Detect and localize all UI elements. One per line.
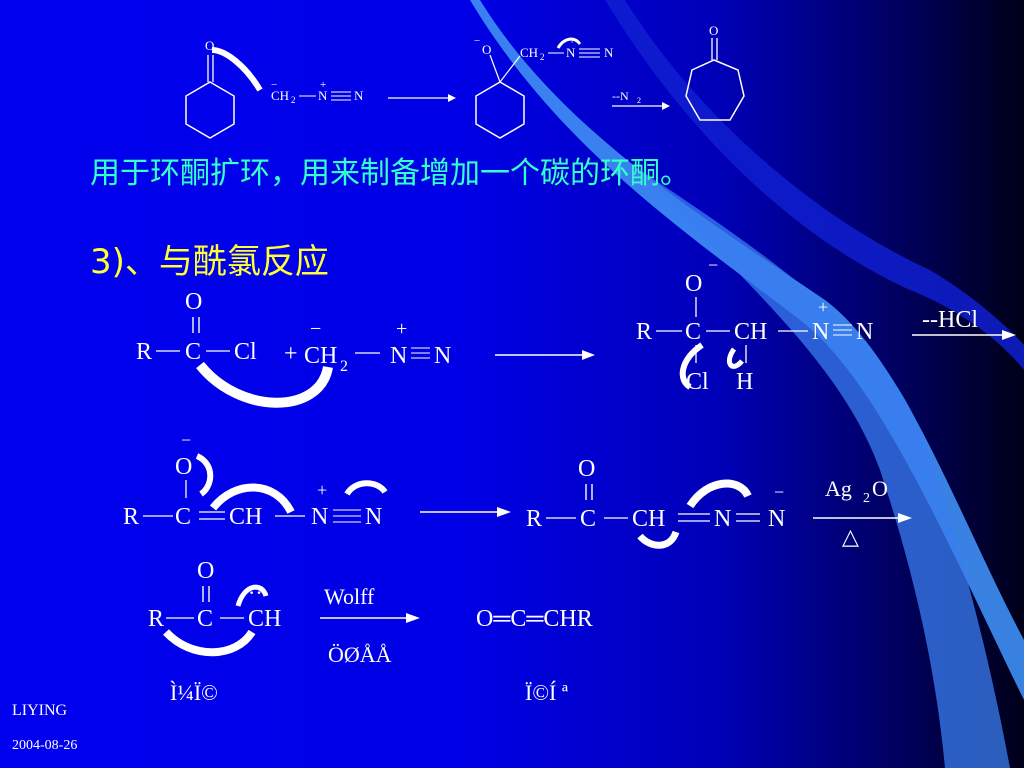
wolff-rearrangement: O R C CH ·· Wolff ÖØÅÅ O═C═CHR Ì¼Ï© Ï©Í … <box>148 558 593 705</box>
acyl-chloride-reaction: O R C Cl + − CH 2 + N N <box>136 289 595 408</box>
curved-arrow <box>163 629 256 657</box>
curved-arrow <box>195 453 214 497</box>
stripe-dark <box>605 0 1024 370</box>
ch-group: CH <box>248 606 281 632</box>
c-atom: C <box>185 339 201 365</box>
ch-group: CH <box>734 319 767 345</box>
reagent-sub: 2 <box>863 491 870 506</box>
cycloheptane-ring <box>685 59 745 121</box>
heat-symbol: △ <box>842 524 859 549</box>
n1: N <box>714 506 731 532</box>
sub2: 2 <box>291 95 296 105</box>
curved-arrow <box>235 584 269 607</box>
ketone-o: O <box>205 38 214 53</box>
cyclohexane-ring <box>475 81 525 139</box>
r-group: R <box>148 606 164 632</box>
reagent-ag: Ag <box>825 476 852 501</box>
h-atom: H <box>736 369 753 395</box>
loss-n2-sub: 2 <box>637 96 641 105</box>
n2: N <box>768 506 785 532</box>
n2: N <box>434 343 451 369</box>
c-atom: C <box>580 506 596 532</box>
o-atom: O <box>197 558 214 584</box>
sub2: 2 <box>540 52 545 62</box>
carbene-label: Ì¼Ï© <box>170 680 218 705</box>
stripe-light <box>470 0 1024 700</box>
section-heading: 3)、与酰氯反应 <box>90 242 329 282</box>
curved-arrow <box>209 483 295 515</box>
r-group: R <box>136 339 152 365</box>
o-atom: O <box>685 271 702 297</box>
ring-expansion-caption: 用于环酮扩环，用来制备增加一个碳的环酮。 <box>90 156 690 191</box>
curved-arrow <box>196 361 333 408</box>
plus-sign: + <box>818 297 828 317</box>
curved-arrow <box>556 37 582 49</box>
c-atom: C <box>175 504 191 530</box>
diazoketone-product: O R C CH N − N Ag 2 O △ <box>526 456 912 549</box>
o-atom: O <box>185 289 202 315</box>
ch2: CH <box>271 88 289 103</box>
minus-sign: − <box>474 35 480 47</box>
cl-atom: Cl <box>234 339 257 365</box>
ketone-o: O <box>709 23 718 38</box>
loss-hcl: --HCl <box>922 307 978 333</box>
sub2: 2 <box>340 358 348 375</box>
c-atom: C <box>685 319 701 345</box>
plus-sign: + <box>317 480 327 500</box>
n1: N <box>390 343 407 369</box>
lone-pair: ·· <box>248 580 263 605</box>
cyclohexane-ring <box>185 81 235 139</box>
n2: N <box>354 88 364 103</box>
ring-expansion-scheme: O − CH 2 + N N − O CH 2 + N N --N 2 <box>185 35 670 139</box>
minus-sign: − <box>708 255 718 275</box>
r-group: R <box>636 319 652 345</box>
n1: N <box>566 45 576 60</box>
stripe-wide-light <box>640 170 1010 768</box>
curved-arrow <box>637 530 680 549</box>
n2: N <box>856 319 873 345</box>
n1: N <box>311 504 328 530</box>
curved-arrow <box>679 342 704 390</box>
cl-atom: Cl <box>686 369 709 395</box>
plus-sign: + <box>569 35 575 47</box>
n2: N <box>365 504 382 530</box>
tetrahedral-intermediate: − O R C CH + N N Cl H --HCl <box>636 255 1016 395</box>
below-arrow-label: ÖØÅÅ <box>328 642 392 667</box>
o-minus: O <box>482 42 491 57</box>
curved-arrow <box>686 479 752 509</box>
plus-sign: + <box>320 79 326 91</box>
r-group: R <box>526 506 542 532</box>
ketene-label: Ï©Í ª <box>525 680 569 705</box>
ketene-product: O═C═CHR <box>476 606 593 632</box>
n1: N <box>812 319 829 345</box>
r-group: R <box>123 504 139 530</box>
minus-sign: − <box>310 318 321 340</box>
ch-group: CH <box>229 504 262 530</box>
curved-arrow <box>344 480 388 496</box>
diazoketone-formation: − O R C CH + N N <box>123 430 511 530</box>
ch-group: CH <box>632 506 665 532</box>
cycloheptanone: O <box>685 23 745 121</box>
o-atom: O <box>578 456 595 482</box>
ch2-group: CH <box>304 343 337 369</box>
curved-arrow <box>211 47 263 92</box>
plus-sign: + <box>284 341 298 367</box>
footer-author: LIYING <box>12 702 68 719</box>
o-atom: O <box>175 454 192 480</box>
reagent-o: O <box>872 476 888 501</box>
curved-arrow <box>727 347 744 369</box>
n1: N <box>318 88 328 103</box>
loss-n2: --N <box>612 89 629 103</box>
wolff-label: Wolff <box>324 584 375 609</box>
minus-sign: − <box>271 79 277 91</box>
footer-date: 2004-08-26 <box>12 738 78 753</box>
minus-sign: − <box>181 430 191 450</box>
c-atom: C <box>197 606 213 632</box>
n2: N <box>604 45 614 60</box>
plus-sign: + <box>396 318 407 340</box>
ch2: CH <box>520 45 538 60</box>
minus-sign: − <box>774 482 784 502</box>
